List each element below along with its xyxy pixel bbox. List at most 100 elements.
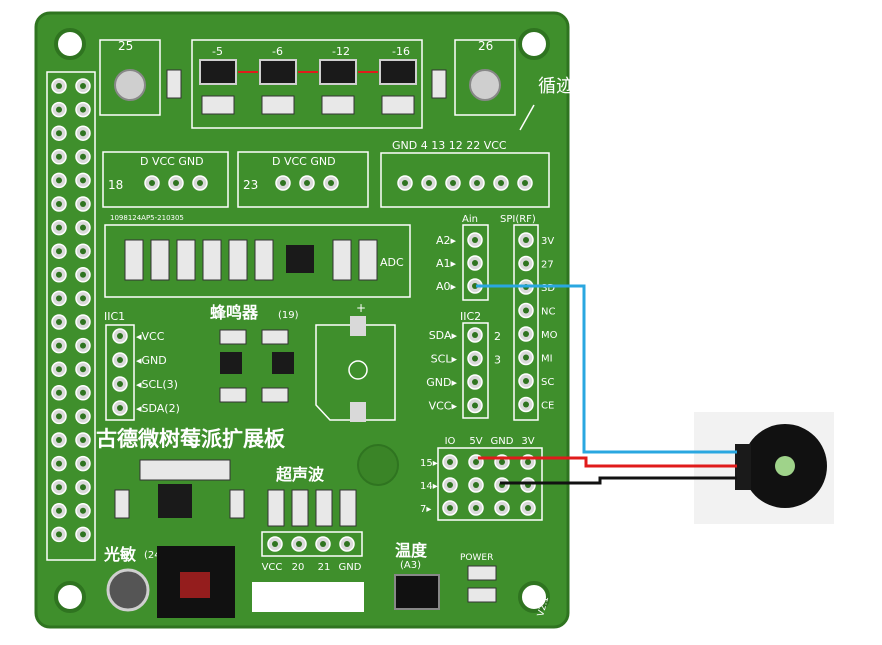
header-pin-hole-icon bbox=[56, 342, 62, 349]
resistor-icon bbox=[321, 95, 355, 115]
servo-left-connector bbox=[144, 175, 208, 191]
ir-receiver-icon bbox=[180, 572, 210, 598]
header-pin-hole-icon bbox=[80, 153, 86, 160]
header-pin-hole-icon bbox=[117, 405, 123, 411]
header-pin-hole-icon bbox=[447, 459, 453, 465]
transistor-icon bbox=[272, 352, 294, 374]
header-pin-hole-icon bbox=[473, 482, 479, 488]
iic2-pin-label: VCC▸ bbox=[429, 400, 458, 413]
header-pin-hole-icon bbox=[328, 180, 334, 186]
led-icon bbox=[199, 59, 237, 85]
header-pin-hole-icon bbox=[447, 482, 453, 488]
tracking-arrow bbox=[519, 104, 535, 131]
header-pin-hole-icon bbox=[499, 459, 505, 465]
iic2-header: SDA▸SCL▸GND▸VCC▸23 bbox=[426, 327, 501, 414]
ain-title: Ain bbox=[462, 214, 478, 225]
header-pin-hole-icon bbox=[117, 357, 123, 363]
buzzer-plus: + bbox=[356, 301, 366, 315]
header-pin-hole-icon bbox=[149, 180, 155, 186]
header-pin-hole-icon bbox=[472, 260, 478, 266]
resistor-icon bbox=[261, 95, 295, 115]
resistor-icon bbox=[261, 329, 289, 345]
io-row-label: 15▸ bbox=[420, 458, 438, 469]
ultrasonic-pin-label: GND bbox=[339, 562, 362, 573]
resistor-icon bbox=[229, 489, 245, 519]
header-pin-hole-icon bbox=[80, 389, 86, 396]
adc-label: ADC bbox=[380, 256, 404, 269]
tracking-connector-outline bbox=[380, 152, 550, 208]
buzzer-pad bbox=[350, 402, 366, 422]
spi-pin-label: MI bbox=[541, 354, 553, 365]
button-left-label: 25 bbox=[118, 39, 133, 53]
iic1-pin-label: ◂GND bbox=[136, 354, 167, 367]
header-pin-hole-icon bbox=[80, 248, 86, 255]
led-label: -16 bbox=[392, 45, 410, 58]
spi-pin-label: SD bbox=[541, 283, 555, 294]
spi-pin-label: MO bbox=[541, 330, 558, 341]
iic2-pin-label: GND▸ bbox=[426, 376, 457, 389]
header-pin-hole-icon bbox=[80, 484, 86, 491]
power-wire bbox=[478, 456, 737, 468]
header-pin-hole-icon bbox=[56, 389, 62, 396]
resistor-icon bbox=[219, 329, 247, 345]
header-pin-hole-icon bbox=[523, 331, 529, 337]
led-row: -5-6-12-16 bbox=[199, 45, 417, 115]
trig-label: TRIG bbox=[287, 593, 296, 613]
servo-right-connector bbox=[275, 175, 339, 191]
spi-title: SPI(RF) bbox=[500, 214, 536, 225]
header-pin-hole-icon bbox=[56, 413, 62, 420]
header-pin-hole-icon bbox=[80, 224, 86, 231]
header-pin-hole-icon bbox=[474, 180, 480, 186]
power-led-icon bbox=[467, 587, 497, 603]
header-pin-hole-icon bbox=[522, 180, 528, 186]
light-label: 光敏 bbox=[103, 545, 137, 564]
iic1-title: IIC1 bbox=[104, 310, 125, 323]
io-row-label: 14▸ bbox=[420, 481, 438, 492]
ain-pin-label: A0▸ bbox=[436, 280, 457, 293]
header-pin-hole-icon bbox=[56, 201, 62, 207]
header-pin-hole-icon bbox=[56, 460, 62, 467]
header-pin-hole-icon bbox=[56, 153, 62, 160]
iic1-pin-label: ◂VCC bbox=[136, 330, 165, 343]
spi-pin-label: CE bbox=[541, 401, 554, 412]
header-pin-hole-icon bbox=[80, 413, 86, 420]
gpio-header bbox=[51, 78, 91, 543]
adc-block-outline bbox=[104, 224, 411, 298]
servo-right-header: D VCC GND bbox=[272, 155, 336, 168]
header-pin-hole-icon bbox=[296, 541, 302, 547]
header-pin-hole-icon bbox=[402, 180, 408, 186]
resistor-icon bbox=[202, 239, 222, 281]
header-pin-hole-icon bbox=[56, 130, 62, 137]
sensor-led-icon bbox=[775, 456, 795, 476]
io-column-label: 5V bbox=[469, 436, 482, 447]
resistor-icon bbox=[431, 69, 447, 99]
header-pin-hole-icon bbox=[472, 332, 478, 338]
ain-outline bbox=[462, 224, 489, 301]
resistor-icon bbox=[124, 239, 144, 281]
header-pin-hole-icon bbox=[80, 271, 86, 278]
iic1-pin-label: ◂SDA(2) bbox=[136, 402, 180, 415]
header-pin-hole-icon bbox=[320, 541, 326, 547]
header-pin-hole-icon bbox=[523, 401, 529, 408]
header-pin-hole-icon bbox=[80, 437, 86, 443]
resistor-icon bbox=[201, 95, 235, 115]
buzzer-label: 蜂鸣器 bbox=[210, 303, 259, 322]
header-pin-hole-icon bbox=[525, 459, 531, 465]
header-pin-hole-icon bbox=[56, 484, 62, 491]
header-pin-hole-icon bbox=[523, 260, 529, 267]
tracking-header-label: GND 4 13 12 22 VCC bbox=[392, 139, 507, 152]
temperature-sensor-icon bbox=[394, 574, 440, 610]
resistor-icon bbox=[467, 565, 497, 581]
iic2-pin-label: SCL▸ bbox=[431, 353, 458, 366]
ultrasonic-window bbox=[252, 582, 364, 612]
led-label: -6 bbox=[272, 45, 283, 58]
header-pin-hole-icon bbox=[117, 333, 123, 339]
mounting-hole-icon bbox=[518, 581, 550, 613]
led-icon bbox=[259, 59, 297, 85]
header-pin-hole-icon bbox=[80, 130, 86, 137]
buzzer-components bbox=[219, 329, 294, 403]
header-pin-hole-icon bbox=[80, 507, 86, 514]
ultrasonic-label: 超声波 bbox=[275, 465, 325, 484]
board-code: 1098124AP5-210305 bbox=[110, 214, 184, 222]
